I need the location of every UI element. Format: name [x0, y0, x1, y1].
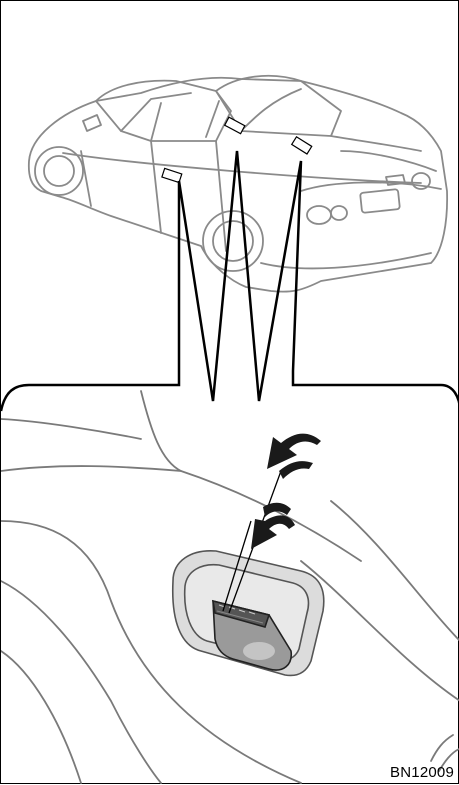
power-window-switch-icon: [162, 117, 312, 182]
callout-lines: [179, 151, 301, 401]
zoom-panel-border: [1, 371, 459, 411]
press-down-arrow-icon: [251, 503, 295, 549]
pull-up-arrow-icon: [267, 434, 321, 479]
figure-code: BN12009: [390, 764, 454, 781]
car-outline-icon: [29, 76, 447, 292]
